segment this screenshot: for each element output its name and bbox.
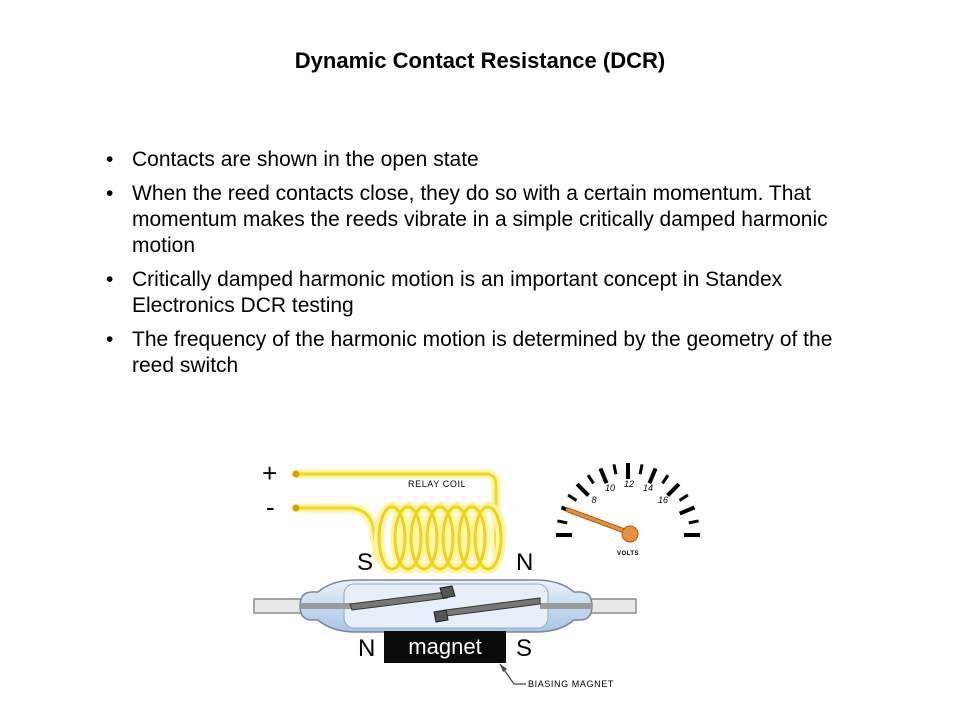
gauge-tick-mark [647, 467, 658, 485]
gauge-tick-mark [666, 482, 681, 497]
gauge-tick-label: 12 [624, 479, 634, 489]
bullet-item: Critically damped harmonic motion is an … [106, 267, 866, 319]
gauge-tick-mark [567, 493, 578, 502]
gauge-tick-mark [612, 464, 618, 475]
magnet-pole-north: N [358, 635, 375, 662]
gauge-tick-mark [638, 464, 644, 475]
gauge-tick-mark [557, 519, 568, 525]
gauge-tick-mark [678, 493, 689, 502]
relay-coil-label: RELAY COIL [408, 479, 466, 489]
bullet-item: Contacts are shown in the open state [106, 147, 866, 173]
coil-pole-north: N [516, 549, 533, 576]
biasing-magnet-label: BIASING MAGNET [528, 679, 614, 689]
magnet-pole-south: S [516, 635, 532, 662]
coil-pole-south: S [357, 549, 373, 576]
positive-terminal [292, 470, 300, 478]
gauge-tick-mark [688, 519, 699, 525]
bullet-list: Contacts are shown in the open state Whe… [106, 147, 866, 387]
gauge-tick-label: 16 [658, 495, 668, 505]
gauge-unit-label: VOLTS [617, 551, 639, 557]
gauge-tick-mark [586, 474, 595, 485]
gauge-tick-label: 14 [643, 483, 653, 493]
reed-contacts [300, 585, 592, 623]
plus-sign: + [262, 458, 277, 488]
gauge-ticks [556, 463, 700, 537]
gauge-needle-hub [621, 525, 639, 543]
biasing-magnet [384, 631, 506, 663]
gauge-tick-label: 10 [605, 483, 615, 493]
slide-title: Dynamic Contact Resistance (DCR) [294, 48, 666, 73]
gauge-tick-mark [661, 474, 670, 485]
magnet-label: magnet [408, 634, 481, 659]
minus-sign: - [266, 492, 275, 522]
gauge-tick-mark [598, 467, 609, 485]
gauge-tick-mark [575, 482, 590, 497]
negative-terminal [292, 504, 300, 512]
gauge-tick-mark [678, 505, 696, 516]
relay-coil [291, 469, 506, 574]
bullet-item: When the reed contacts close, they do so… [106, 181, 866, 259]
gauge-tick-label: 8 [591, 495, 596, 505]
bullet-item: The frequency of the harmonic motion is … [106, 327, 866, 379]
